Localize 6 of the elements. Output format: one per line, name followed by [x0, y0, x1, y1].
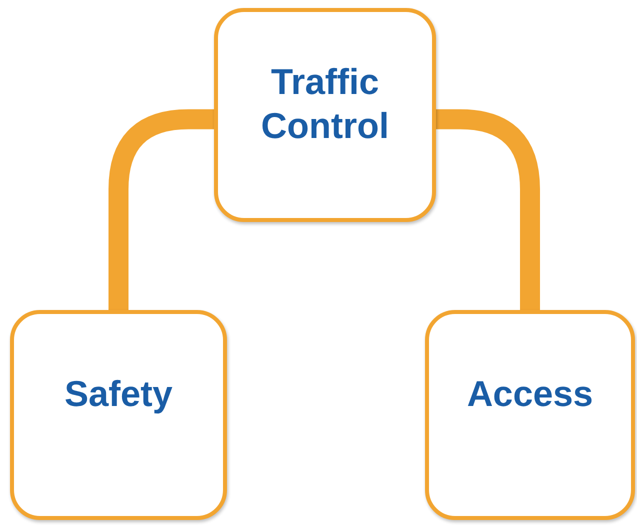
node-label: Access	[466, 372, 594, 416]
node-label: Safety	[63, 372, 174, 416]
rounded-box	[10, 310, 227, 520]
rounded-box	[425, 310, 635, 520]
node-label: Traffic Control	[260, 60, 390, 148]
rounded-box	[214, 8, 436, 222]
